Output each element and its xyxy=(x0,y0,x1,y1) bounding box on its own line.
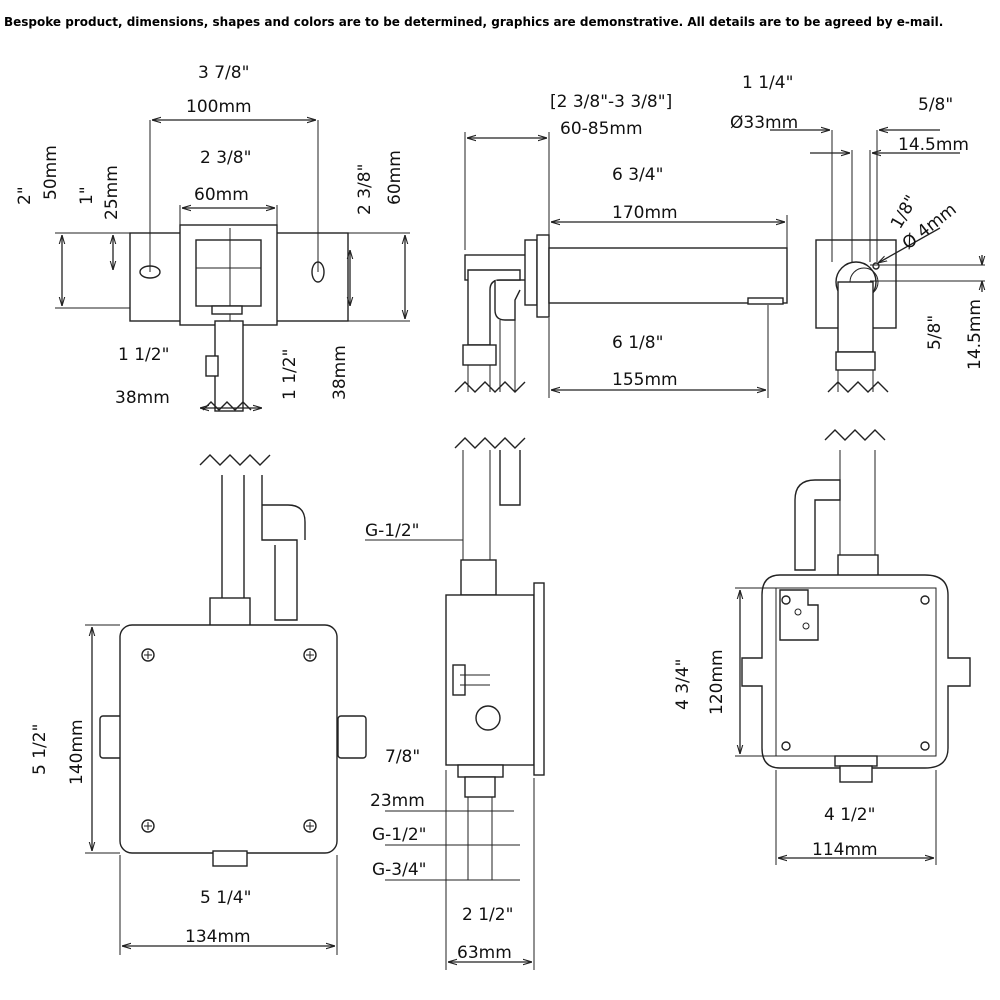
dim-38h-mm: 38mm xyxy=(330,345,350,400)
dim-170-mm: 170mm xyxy=(612,203,678,223)
dim-155-mm: 155mm xyxy=(612,370,678,390)
dim-120-inch: 4 3/4" xyxy=(673,659,693,710)
thread-label-half: G-1/2" xyxy=(372,825,427,845)
dim-155-inch: 6 1/8" xyxy=(612,333,663,353)
dim-100-inch: 3 7/8" xyxy=(198,63,249,83)
dim-60h-mm: 60mm xyxy=(385,150,405,205)
front-view xyxy=(55,120,410,412)
dim-63-inch: 2 1/2" xyxy=(462,905,513,925)
side-view xyxy=(454,132,788,398)
dim-adjust-mm: 60-85mm xyxy=(560,119,643,139)
box-side-view xyxy=(365,437,545,970)
dim-134-inch: 5 1/4" xyxy=(200,888,251,908)
dim-14-5w-mm: 14.5mm xyxy=(898,135,969,155)
dim-33-inch: 1 1/4" xyxy=(742,73,793,93)
dim-38w-mm: 38mm xyxy=(115,388,170,408)
dim-140-mm: 140mm xyxy=(67,719,87,785)
mounting-flange xyxy=(536,234,550,318)
dim-50-mm: 50mm xyxy=(41,145,61,200)
dim-23-inch: 7/8" xyxy=(385,747,420,767)
dim-25-inch: 1" xyxy=(77,186,97,205)
dim-38w-inch: 1 1/2" xyxy=(118,345,169,365)
dim-134-mm: 134mm xyxy=(185,927,251,947)
dim-14-5h-inch: 5/8" xyxy=(925,315,945,350)
dim-114-mm: 114mm xyxy=(812,840,878,860)
dim-33-mm: Ø33mm xyxy=(730,113,798,133)
box-back-view xyxy=(735,429,971,865)
dim-50-inch: 2" xyxy=(15,186,35,205)
dim-23-mm: 23mm xyxy=(370,791,425,811)
dim-63-mm: 63mm xyxy=(457,943,512,963)
dim-14-5h-mm: 14.5mm xyxy=(965,299,985,370)
dim-25-mm: 25mm xyxy=(102,165,122,220)
end-view xyxy=(770,130,985,393)
dim-114-inch: 4 1/2" xyxy=(824,805,875,825)
dim-170-inch: 6 3/4" xyxy=(612,165,663,185)
dim-120-mm: 120mm xyxy=(707,649,727,715)
spout xyxy=(548,247,788,304)
dim-60h-inch: 2 3/8" xyxy=(355,164,375,215)
dim-60w-mm: 60mm xyxy=(194,185,249,205)
dim-140-inch: 5 1/2" xyxy=(30,724,50,775)
dim-38h-inch: 1 1/2" xyxy=(280,349,300,400)
dim-100-mm: 100mm xyxy=(186,97,252,117)
dim-14-5w-inch: 5/8" xyxy=(918,95,953,115)
thread-label-top: G-1/2" xyxy=(365,521,420,541)
thread-label-three-quarter: G-3/4" xyxy=(372,860,427,880)
dim-60w-inch: 2 3/8" xyxy=(200,148,251,168)
dim-adjust-inch: [2 3/8"-3 3/8"] xyxy=(550,92,672,112)
disclaimer-note: Bespoke product, dimensions, shapes and … xyxy=(4,15,944,29)
box-front-view xyxy=(85,454,367,955)
